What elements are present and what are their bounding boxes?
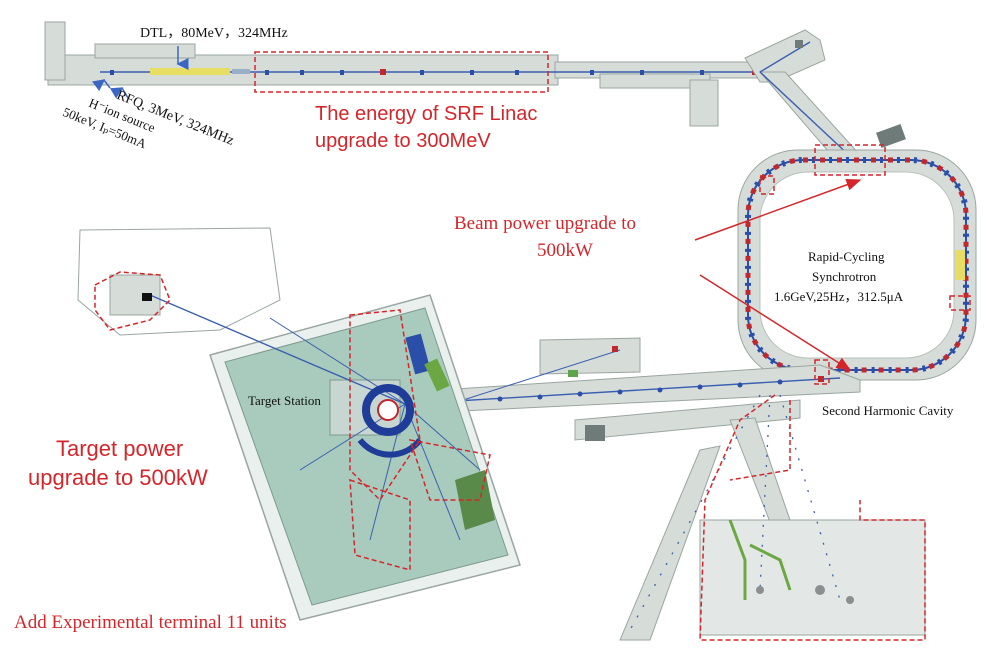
target-power-label-line2: upgrade to 500kW (28, 465, 208, 490)
extraction-magnets (497, 376, 824, 402)
rcs-label-line2: Synchrotron (812, 269, 877, 284)
beam-power-label-line2: 500kW (537, 240, 593, 261)
target-station-label: Target Station (248, 393, 321, 408)
rcs-label-line1: Rapid-Cycling (808, 249, 885, 264)
srf-linac-label-line2: upgrade to 300MeV (315, 130, 491, 152)
rcs-ring (737, 149, 977, 381)
rcs-label-line3: 1.6GeV,25Hz，312.5μA (774, 289, 904, 304)
dtl-label: DTL，80MeV，324MHz (140, 26, 288, 41)
beam-power-label-line1: Beam power upgrade to (454, 213, 637, 234)
transport-line-to-ring (744, 29, 906, 166)
upgrade-outlines (94, 51, 971, 641)
second-harmonic-cavity-label: Second Harmonic Cavity (822, 403, 954, 418)
srf-linac-label-line1: The energy of SRF Linac (315, 103, 538, 125)
target-power-label-line1: Target power (56, 436, 184, 461)
experimental-terminals-label: Add Experimental terminal 11 units (14, 612, 287, 633)
target-hall (77, 227, 521, 621)
annotation-arrows (92, 46, 862, 371)
extraction-line (439, 337, 861, 441)
south-beamlines (619, 394, 926, 641)
